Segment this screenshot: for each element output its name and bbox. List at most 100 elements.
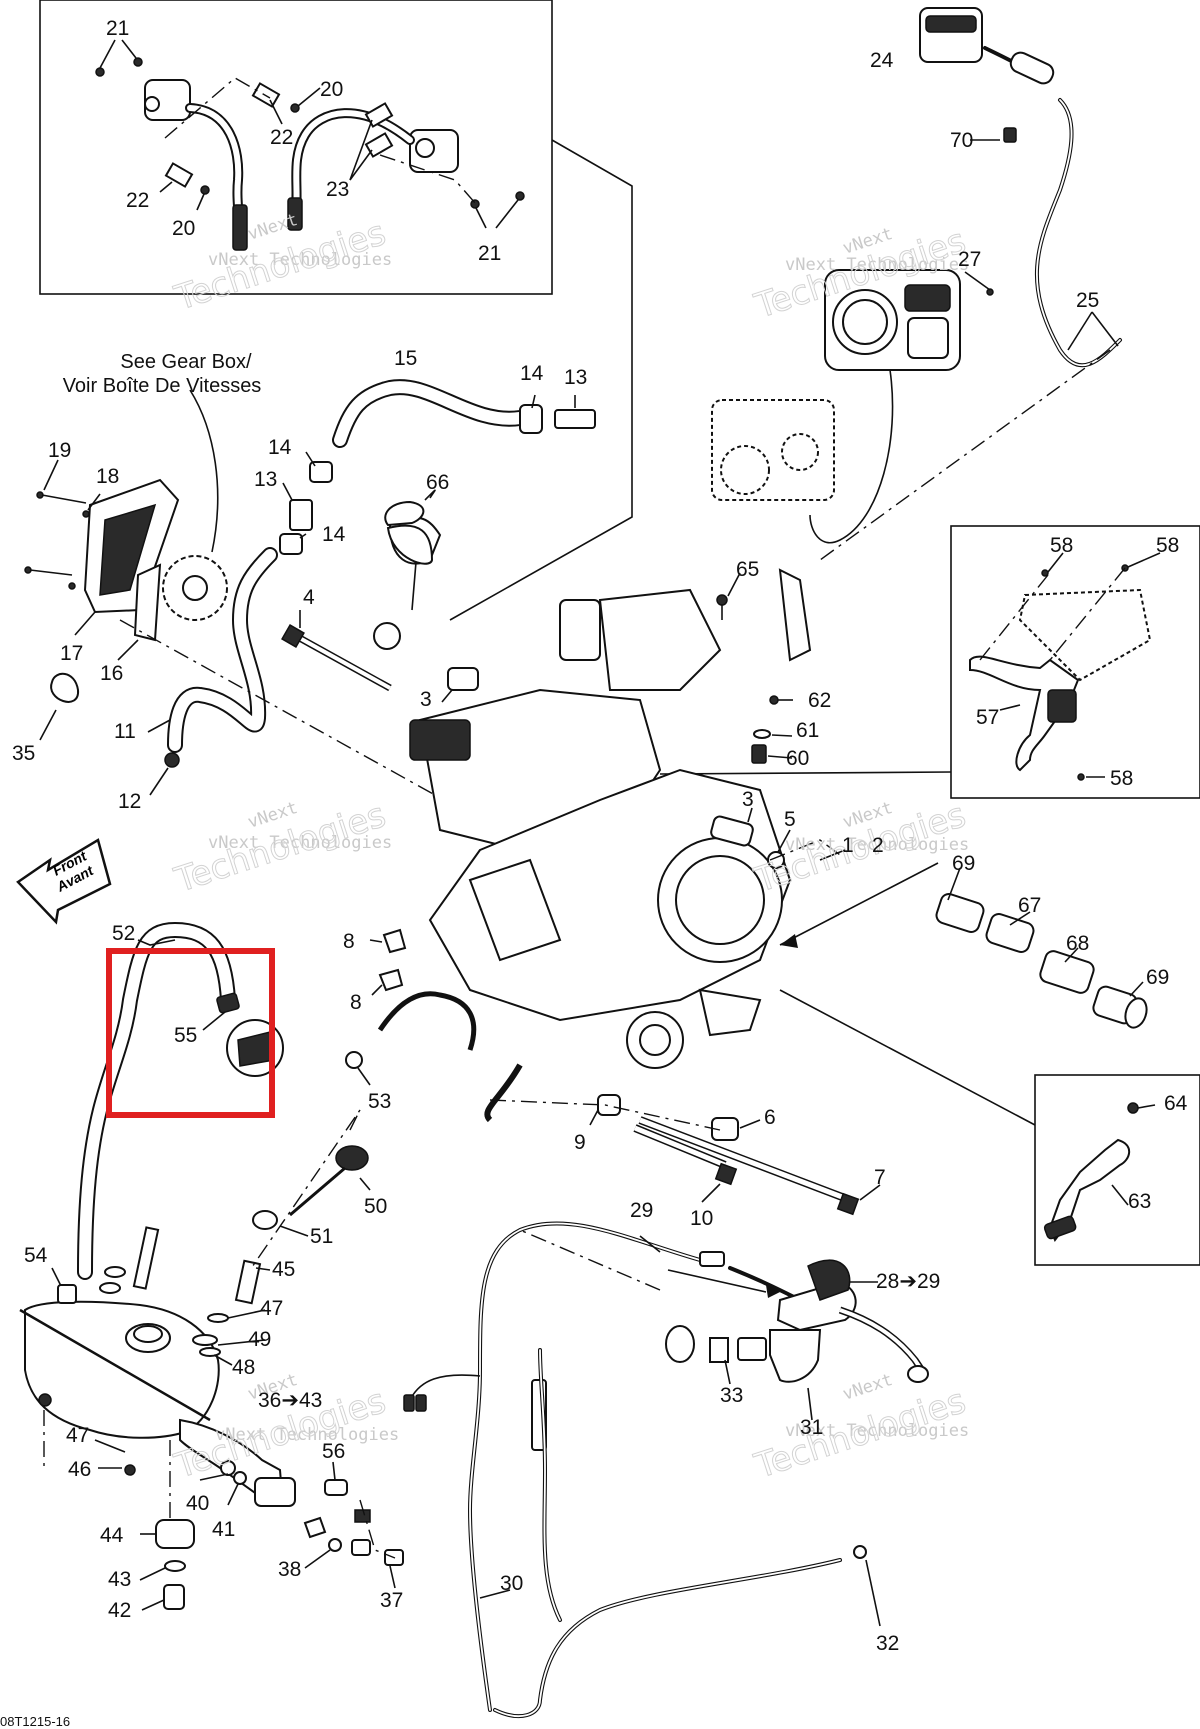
- part-label[interactable]: 20: [320, 78, 343, 101]
- tank-vent-hose: [77, 922, 284, 1280]
- part-label[interactable]: 8: [350, 991, 362, 1014]
- part-label[interactable]: 66: [426, 471, 449, 494]
- part-label[interactable]: 21: [478, 242, 501, 265]
- part-number-labels: 21 20 22 22 23 20 21 24 70 27 25 15 14 1…: [12, 17, 1188, 1655]
- part-label[interactable]: 61: [796, 719, 819, 742]
- part-label[interactable]: 33: [720, 1384, 743, 1407]
- part-label[interactable]: 24: [870, 49, 894, 72]
- part-label[interactable]: 58: [1156, 534, 1179, 557]
- part-label[interactable]: 44: [100, 1524, 124, 1547]
- part-label[interactable]: 17: [60, 642, 83, 665]
- part-label[interactable]: 22: [270, 126, 293, 149]
- part-label[interactable]: 69: [952, 852, 975, 875]
- part-label[interactable]: 58: [1110, 767, 1133, 790]
- part-label[interactable]: 13: [564, 366, 587, 389]
- part-label[interactable]: 41: [212, 1518, 235, 1541]
- part-label[interactable]: 22: [126, 189, 149, 212]
- part-label[interactable]: 60: [786, 747, 809, 770]
- mounting-bracket: [969, 564, 1152, 781]
- part-label[interactable]: 58: [1050, 534, 1073, 557]
- shift-lever: [1043, 1102, 1139, 1242]
- part-label[interactable]: 3: [742, 788, 754, 811]
- part-label[interactable]: 15: [394, 347, 417, 370]
- tank-fitting-stack: [99, 1226, 262, 1357]
- part-label[interactable]: 48: [232, 1356, 255, 1379]
- throttle-actuator: [919, 7, 1122, 368]
- part-label[interactable]: 50: [364, 1195, 387, 1218]
- part-label[interactable]: 10: [690, 1207, 713, 1230]
- part-label[interactable]: 27: [958, 248, 981, 271]
- part-label[interactable]: 70: [950, 129, 973, 152]
- part-label[interactable]: 3: [420, 688, 432, 711]
- svg-text:vNext Technologies: vNext Technologies: [785, 835, 969, 855]
- part-label[interactable]: 2: [872, 834, 884, 857]
- part-label[interactable]: 57: [976, 706, 999, 729]
- part-label[interactable]: 63: [1128, 1190, 1151, 1213]
- part-label[interactable]: 6: [764, 1106, 776, 1129]
- svg-text:vNext Technologies: vNext Technologies: [785, 1421, 969, 1441]
- part-label[interactable]: 42: [108, 1599, 131, 1622]
- watermark-top-left: vNext vNext Technologies Technologies: [169, 210, 392, 319]
- part-label[interactable]: 37: [380, 1589, 403, 1612]
- part-label[interactable]: 47: [66, 1424, 89, 1447]
- watermark-bottom-right: vNext vNext Technologies Technologies: [749, 1370, 971, 1487]
- part-label[interactable]: 21: [106, 17, 129, 40]
- oil-line-fittings: [179, 1418, 404, 1566]
- part-label[interactable]: 8: [343, 930, 355, 953]
- part-label[interactable]: 45: [272, 1258, 295, 1281]
- part-label[interactable]: 30: [500, 1572, 523, 1595]
- part-label[interactable]: 14: [268, 436, 292, 459]
- part-label[interactable]: 5: [784, 808, 796, 831]
- sprocket-cover: [24, 478, 228, 642]
- part-label[interactable]: 68: [1066, 932, 1089, 955]
- part-label[interactable]: 23: [326, 178, 349, 201]
- part-label[interactable]: 20: [172, 217, 195, 240]
- part-label[interactable]: 25: [1076, 289, 1099, 312]
- part-label[interactable]: 54: [24, 1244, 48, 1267]
- part-label[interactable]: 1: [842, 834, 854, 857]
- part-label[interactable]: 65: [736, 558, 759, 581]
- part-label[interactable]: 53: [368, 1090, 391, 1113]
- part-label[interactable]: 14: [520, 362, 544, 385]
- part-label[interactable]: 19: [48, 439, 71, 462]
- part-label[interactable]: 7: [874, 1166, 886, 1189]
- part-label[interactable]: 13: [254, 468, 277, 491]
- part-label[interactable]: 11: [114, 720, 136, 743]
- part-label[interactable]: 18: [96, 465, 119, 488]
- part-label[interactable]: 55: [174, 1024, 197, 1047]
- lever-box-leader: [779, 989, 1036, 1126]
- part-label[interactable]: 46: [68, 1458, 91, 1481]
- engine-block: [409, 568, 812, 1069]
- part-label[interactable]: 51: [310, 1225, 333, 1248]
- part-label[interactable]: 12: [118, 790, 141, 813]
- shift-lever-inset-box: [1034, 1074, 1200, 1266]
- part-label[interactable]: 69: [1146, 966, 1169, 989]
- part-label[interactable]: 40: [186, 1492, 209, 1515]
- intake-manifold: [711, 399, 835, 501]
- part-label[interactable]: 9: [574, 1131, 586, 1154]
- highlight-box-part-55[interactable]: [106, 948, 275, 1118]
- part-label[interactable]: 43: [108, 1568, 131, 1591]
- part-label[interactable]: 14: [322, 523, 346, 546]
- part-label[interactable]: 62: [808, 689, 831, 712]
- part-label[interactable]: 35: [12, 742, 35, 765]
- part-label[interactable]: 67: [1018, 894, 1041, 917]
- part-label[interactable]: 31: [800, 1416, 823, 1439]
- svg-text:vNext Technologies: vNext Technologies: [208, 833, 392, 853]
- part-label[interactable]: 52: [112, 922, 135, 945]
- part-label[interactable]: 32: [876, 1632, 899, 1655]
- part-label[interactable]: 28➔29: [876, 1270, 940, 1293]
- part-label[interactable]: 38: [278, 1558, 301, 1581]
- part-label[interactable]: 47: [260, 1297, 283, 1320]
- gearbox-note-line1: See Gear Box/: [120, 351, 252, 373]
- part-label[interactable]: 64: [1164, 1092, 1188, 1115]
- part-label[interactable]: 49: [248, 1328, 271, 1351]
- part-label[interactable]: 29: [630, 1199, 653, 1222]
- part-label[interactable]: 36➔43: [258, 1389, 322, 1412]
- part-label[interactable]: 4: [303, 586, 315, 609]
- part-label[interactable]: 16: [100, 662, 123, 685]
- upper-coolant-hose: [279, 379, 596, 555]
- svg-text:vNext Technologies: vNext Technologies: [785, 255, 969, 275]
- svg-text:vNext Technologies: vNext Technologies: [215, 1425, 399, 1445]
- part-label[interactable]: 56: [322, 1440, 345, 1463]
